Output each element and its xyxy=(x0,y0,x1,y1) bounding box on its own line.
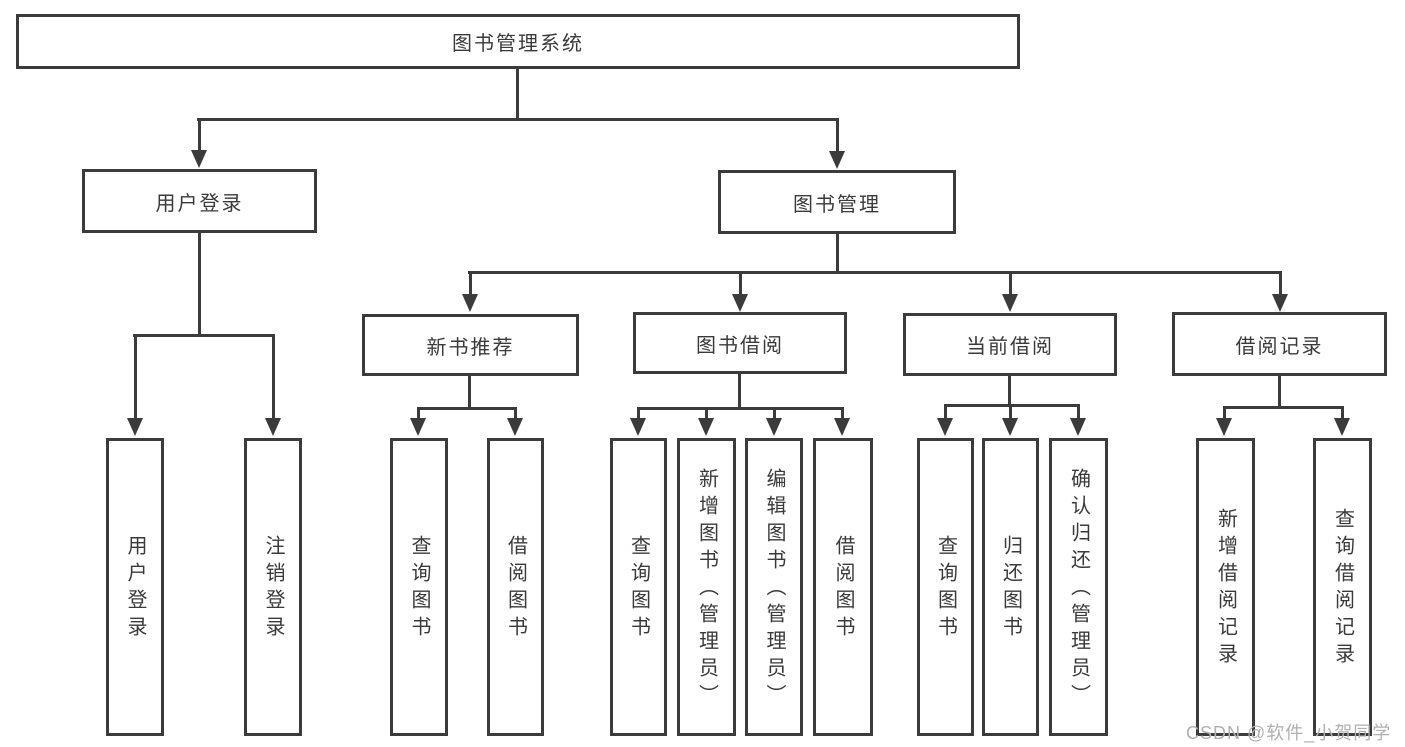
connector-to-cb-query xyxy=(944,404,947,419)
node-book-borrow: 图书借阅 xyxy=(633,312,847,374)
arrowhead-bb-borrow xyxy=(834,418,850,436)
arrowhead-user-login-leaf xyxy=(127,418,143,436)
node-br-add-record: 新增借阅记录 xyxy=(1196,438,1255,736)
connector-to-bb-borrow xyxy=(841,407,844,419)
node-bb-edit-books-admin: 编辑图书（管理员） xyxy=(745,438,803,736)
watermark: CSDN @软件_小贺同学 xyxy=(1186,723,1392,743)
arrowhead-current-borrow xyxy=(1002,294,1018,312)
arrowhead-bb-edit xyxy=(766,418,782,436)
connector-user-login-stem xyxy=(198,233,201,335)
arrowhead-user-login xyxy=(191,150,207,168)
connector-to-br-query xyxy=(1341,406,1344,419)
connector-borrow-records-stem xyxy=(1278,376,1281,407)
connector-book-borrow-stem xyxy=(738,374,741,408)
node-logout-leaf: 注销登录 xyxy=(244,438,302,736)
node-br-query-record: 查询借阅记录 xyxy=(1313,438,1372,736)
connector-to-borrow-records xyxy=(1279,271,1282,295)
connector-to-bb-query xyxy=(637,407,640,419)
node-nb-borrow-books: 借阅图书 xyxy=(487,438,544,736)
arrowhead-borrow-records xyxy=(1272,294,1288,312)
arrowhead-cb-confirm xyxy=(1070,418,1086,436)
node-borrow-records: 借阅记录 xyxy=(1172,312,1387,376)
arrowhead-book-borrow xyxy=(732,294,748,312)
connector-to-current-borrow xyxy=(1009,271,1012,295)
arrowhead-cb-query xyxy=(937,418,953,436)
node-bb-query-books: 查询图书 xyxy=(610,438,667,736)
connector-root-stem xyxy=(516,69,519,118)
arrowhead-nb-borrow xyxy=(507,418,523,436)
connector-to-nb-query xyxy=(417,407,420,419)
arrowhead-new-books xyxy=(462,294,478,312)
arrowhead-cb-return xyxy=(1002,418,1018,436)
arrowhead-br-add xyxy=(1216,418,1232,436)
arrowhead-logout xyxy=(265,418,281,436)
connector-user-login-hline xyxy=(133,334,275,337)
arrowhead-nb-query xyxy=(410,418,426,436)
connector-book-management-hline xyxy=(468,271,1282,274)
connector-to-book-management xyxy=(836,118,839,152)
node-book-management: 图书管理 xyxy=(718,170,956,234)
connector-to-cb-return xyxy=(1009,404,1012,419)
connector-new-books-stem xyxy=(468,376,471,408)
connector-to-book-borrow xyxy=(739,271,742,295)
arrowhead-bb-query xyxy=(630,418,646,436)
connector-to-nb-borrow xyxy=(514,407,517,419)
arrowhead-br-query xyxy=(1334,418,1350,436)
connector-to-user-login xyxy=(198,118,201,151)
connector-to-user-login-leaf xyxy=(134,334,137,419)
connector-to-bb-add xyxy=(705,407,708,419)
connector-to-bb-edit xyxy=(773,407,776,419)
node-bb-add-books-admin: 新增图书（管理员） xyxy=(677,438,736,736)
node-user-login-leaf: 用户登录 xyxy=(106,438,164,736)
node-nb-query-books: 查询图书 xyxy=(390,438,448,736)
node-cb-query-books: 查询图书 xyxy=(917,438,974,736)
node-current-borrow: 当前借阅 xyxy=(903,313,1117,376)
connector-new-books-hline xyxy=(417,407,517,410)
connector-borrow-records-hline xyxy=(1223,406,1343,409)
connector-to-cb-confirm xyxy=(1077,404,1080,419)
node-cb-return-books: 归还图书 xyxy=(982,438,1039,736)
connector-to-br-add xyxy=(1223,406,1226,419)
node-bb-borrow-books: 借阅图书 xyxy=(813,438,873,736)
arrowhead-book-management xyxy=(829,151,845,169)
node-user-login: 用户登录 xyxy=(82,169,317,233)
arrowhead-bb-add xyxy=(698,418,714,436)
connector-book-management-stem xyxy=(836,234,839,272)
connector-current-borrow-stem xyxy=(1008,376,1011,405)
node-cb-confirm-return-admin: 确认归还（管理员） xyxy=(1049,438,1108,736)
connector-to-new-books xyxy=(469,271,472,295)
connector-current-borrow-hline xyxy=(944,404,1080,407)
node-library-system: 图书管理系统 xyxy=(16,14,1020,69)
connector-to-logout xyxy=(272,334,275,419)
connector-book-borrow-hline xyxy=(637,407,844,410)
connector-root-hline xyxy=(197,118,839,121)
node-new-books: 新书推荐 xyxy=(362,314,579,376)
